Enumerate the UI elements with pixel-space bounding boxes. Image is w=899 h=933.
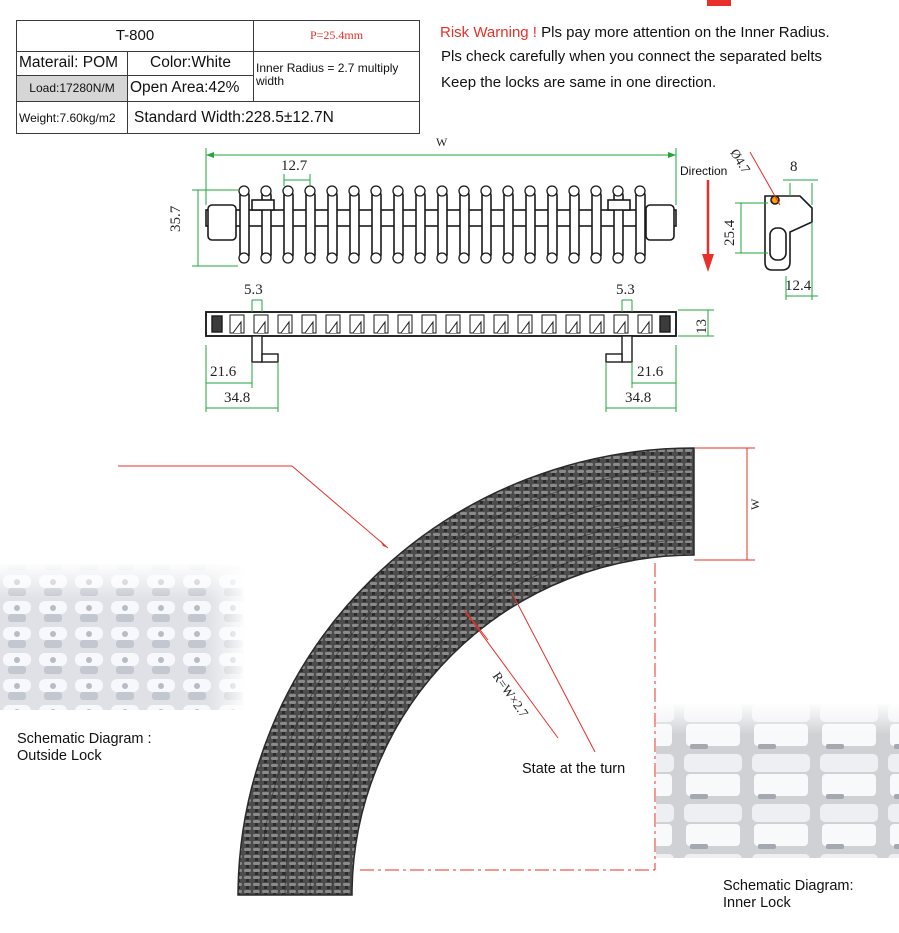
- outside-lock-caption: Schematic Diagram : Outside Lock: [17, 731, 152, 765]
- dim-12-4-label: 12.4: [785, 278, 812, 294]
- inner-radius-text: Inner Radius = 2.7 multiply width: [256, 60, 399, 88]
- risk-warning-text-3: Keep the locks are same in one direction…: [441, 74, 717, 91]
- outside-lock-caption-line-1: Schematic Diagram :: [17, 731, 152, 747]
- open-area-cell: Open Area:42%: [126, 74, 255, 103]
- standard-width-cell: Standard Width:228.5±12.7N: [126, 101, 421, 134]
- dim-8-label: 8: [790, 159, 798, 175]
- front-view-dimensions: [205, 299, 714, 412]
- color-cell: Color:White: [126, 50, 255, 76]
- inner-lock-photo: [656, 704, 899, 858]
- turn-width-label: W: [748, 498, 762, 510]
- dim-25-4-label: 25.4: [722, 219, 738, 246]
- dim-13-label: 13: [694, 319, 710, 334]
- load-cell: Load:17280N/M: [16, 74, 128, 103]
- top-width-label: W: [436, 135, 448, 149]
- top-view-dimensions: [192, 148, 677, 267]
- right-34-8-label: 34.8: [625, 390, 652, 406]
- risk-warning-text-2: Pls check carefully when you connect the…: [441, 48, 823, 65]
- weight-cell: Weight:7.60kg/m2: [16, 101, 128, 134]
- red-marker: [707, 0, 731, 6]
- right-21-6-label: 21.6: [637, 364, 664, 380]
- left-5-3-label: 5.3: [244, 282, 263, 298]
- top-view-knobs: [238, 185, 646, 264]
- front-view-module: [205, 311, 677, 363]
- risk-warning-line-1: Risk Warning ! Pls pay more attention on…: [440, 25, 830, 40]
- side-view-dimensions: [735, 151, 818, 300]
- left-34-8-label: 34.8: [224, 390, 251, 406]
- direction-label: Direction: [680, 164, 728, 178]
- outside-lock-caption-line-2: Outside Lock: [17, 748, 102, 764]
- pitch-12-7-label: 12.7: [281, 158, 308, 174]
- curved-belt: [237, 447, 695, 896]
- risk-warning-label: Risk Warning !: [440, 24, 537, 41]
- direction-arrow: [702, 180, 714, 272]
- left-21-6-label: 21.6: [210, 364, 237, 380]
- top-view-module: [205, 191, 677, 259]
- right-5-3-label: 5.3: [616, 282, 635, 298]
- pitch-cell: P=25.4mm: [253, 20, 421, 52]
- risk-warning-text-1: Pls pay more attention on the Inner Radi…: [541, 24, 830, 41]
- top-view-arrowheads: [206, 152, 676, 158]
- side-view-module: [764, 195, 813, 271]
- inner-lock-caption-line-2: Inner Lock: [723, 895, 791, 911]
- height-35-7-label: 35.7: [168, 205, 184, 232]
- model-cell: T-800: [15, 20, 255, 52]
- state-at-turn-label: State at the turn: [522, 761, 626, 777]
- inner-lock-caption-line-1: Schematic Diagram:: [723, 878, 854, 894]
- outside-lock-photo: [0, 564, 244, 710]
- turn-annotations: [118, 447, 755, 871]
- inner-radius-cell: Inner Radius = 2.7 multiply width: [253, 50, 421, 103]
- inner-lock-caption: Schematic Diagram: Inner Lock: [723, 878, 854, 912]
- spec-table: T-800 P=25.4mm Materail: POM Color:White…: [15, 20, 421, 134]
